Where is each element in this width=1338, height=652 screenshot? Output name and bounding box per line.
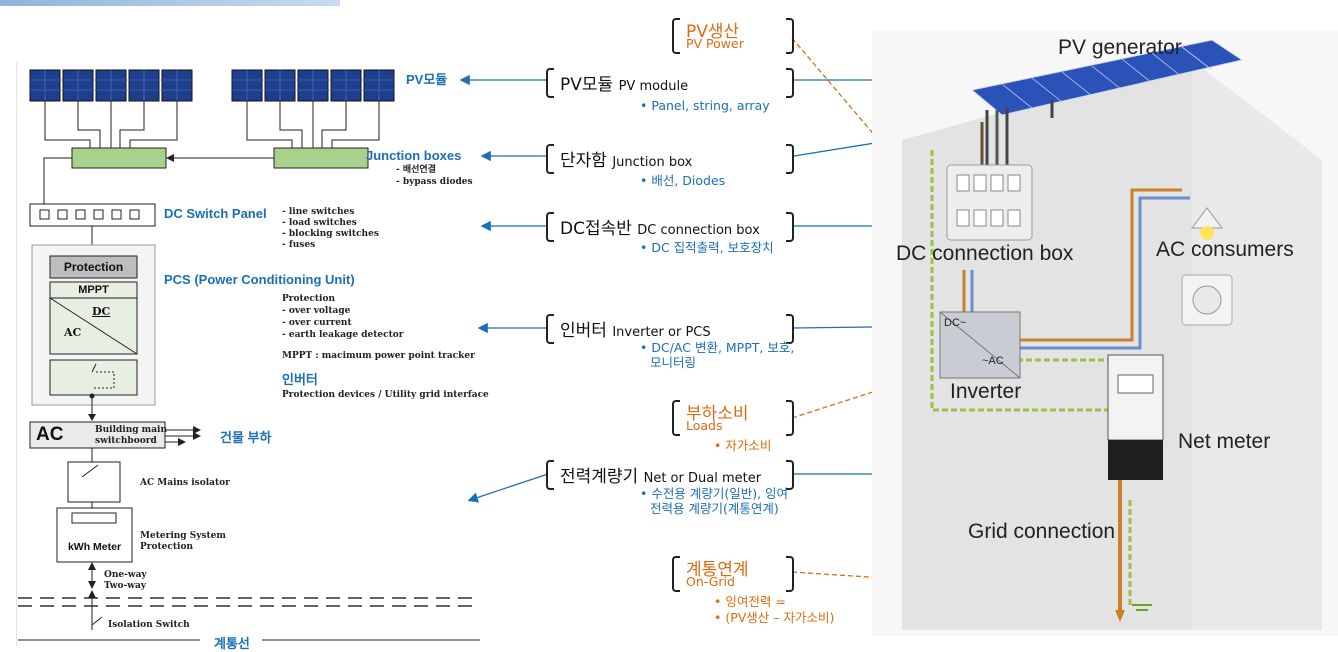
annot-pv-module-sub: PV module — [618, 79, 689, 94]
ac-mains-isolator-label: AC Mains isolator — [140, 478, 230, 488]
annot-junction-sub: Junction box — [612, 155, 693, 170]
two-way-label: Two-way — [104, 581, 147, 591]
ac-symbol: AC — [64, 326, 82, 339]
metering-label-2: Protection — [140, 542, 193, 552]
annot-junction-bullet: • 배선, Diodes — [640, 173, 726, 188]
annot-on-grid-sub: On-Grid — [686, 574, 735, 589]
house-svg — [872, 30, 1338, 636]
annot-meter-bullet-1: • 수전용 계량기(일반), 잉여 — [640, 486, 789, 501]
dc-switch-note-1: - line switches — [282, 207, 355, 217]
pcs-note-2: - over voltage — [282, 306, 351, 316]
annot-on-grid-main: 계통연계 — [686, 560, 749, 580]
isolation-switch-label: Isolation Switch — [108, 620, 190, 630]
annot-pv-power-main: PV생산 — [686, 22, 740, 42]
annot-inverter-bullet-2: 모니터링 — [650, 355, 697, 370]
annot-inverter-bullet-1: • DC/AC 변환, MPPT, 보호, — [640, 340, 795, 355]
ac-big-label: AC — [36, 424, 64, 445]
kwh-meter-label: kWh Meter — [67, 541, 122, 553]
annot-on-grid-bullet-1: • 잉여전력 = — [714, 594, 786, 609]
protection-box — [49, 255, 138, 279]
inverter-label: Inverter — [950, 380, 1022, 403]
dc-switch-note-3: - blocking switches — [282, 229, 379, 239]
annot-on-grid-bullet-2: • (PV생산 – 자가소비) — [714, 610, 835, 625]
dc-switch-note-2: - load switches — [282, 218, 357, 228]
annot-loads-bullet: • 자가소비 — [714, 438, 772, 453]
mppt-box — [49, 281, 138, 355]
pcs-note-1: Protection — [282, 294, 335, 304]
annot-dc-main: DC접속반 — [560, 219, 632, 239]
one-way-label: One-way — [104, 570, 147, 580]
mppt-box-label: MPPT — [78, 284, 109, 296]
inverter-note: Protection devices / Utility grid interf… — [282, 390, 489, 400]
annot-inverter-sub: Inverter or PCS — [612, 325, 711, 340]
net-meter-label: Net meter — [1178, 430, 1271, 453]
annot-dc-box: DC접속반 DC connection box — [546, 212, 794, 242]
dc-switch-panel-label: DC Switch Panel — [164, 206, 267, 221]
inverter-kr-label: 인버터 — [282, 372, 318, 387]
house-illustration: PV generator DC connection box AC consum… — [872, 30, 1338, 636]
ac-building-box — [29, 421, 166, 449]
annot-junction-box: 단자함 Junction box — [546, 144, 794, 174]
pv-module-label: PV모듈 — [406, 72, 448, 87]
ac-mark: ~AC — [982, 355, 1004, 367]
annot-loads-sub: Loads — [686, 418, 723, 433]
annot-dc-sub: DC connection box — [637, 223, 760, 238]
junction-boxes-label: Junction boxes — [366, 148, 462, 163]
annot-pv-module-bullet: • Panel, string, array — [640, 98, 770, 113]
junction-note-1: - 배선연결 — [396, 165, 436, 175]
mppt-note: MPPT : macimum power point tracker — [282, 351, 475, 361]
annot-pv-power: PV생산 PV Power — [672, 18, 794, 54]
dc-mark: DC~ — [944, 317, 967, 329]
annot-on-grid: 계통연계 On-Grid — [672, 556, 794, 592]
left-wiring-svg — [18, 69, 480, 641]
annot-pv-module: PV모듈 PV module — [546, 68, 794, 98]
dc-symbol: DC — [92, 305, 111, 318]
annot-loads: 부하소비 Loads — [672, 400, 794, 436]
left-panel-border — [16, 62, 485, 646]
annot-inverter: 인버터 Inverter or PCS — [546, 314, 794, 344]
ac-consumers-label: AC consumers — [1156, 238, 1294, 261]
switchboard-label: switchboord — [95, 436, 157, 446]
pv-generator-panels — [970, 39, 1244, 116]
annot-meter: 전력계량기 Net or Dual meter — [546, 460, 794, 490]
annot-junction-main: 단자함 — [560, 151, 607, 171]
top-banner — [0, 0, 340, 6]
pv-generator-label: PV generator — [1058, 36, 1182, 59]
annot-pv-power-sub: PV Power — [686, 36, 744, 51]
metering-label-1: Metering System — [140, 531, 226, 541]
dc-switch-note-4: - fuses — [282, 240, 316, 250]
annot-pv-module-main: PV모듈 — [560, 75, 614, 95]
annot-loads-main: 부하소비 — [686, 404, 749, 424]
annot-meter-bullet-2: 전력용 계량기(계통연계) — [650, 501, 779, 516]
annot-inverter-main: 인버터 — [560, 321, 607, 341]
pcs-note-4: - earth leakage detector — [282, 330, 404, 340]
building-main-label: Building main — [95, 425, 167, 435]
annot-meter-sub: Net or Dual meter — [643, 471, 762, 486]
pcs-label: PCS (Power Conditioning Unit) — [164, 272, 355, 287]
grid-connection-label: Grid connection — [968, 520, 1116, 543]
pcs-note-3: - over current — [282, 318, 352, 328]
annot-meter-main: 전력계량기 — [560, 467, 639, 487]
net-meter-box — [1107, 354, 1164, 441]
ac-mains-isolator-box — [67, 461, 121, 503]
dc-connection-box-label: DC connection box — [896, 242, 1074, 265]
junction-note-2: - bypass diodes — [396, 177, 473, 187]
annot-dc-bullet: • DC 집적출력, 보호장치 — [640, 240, 774, 255]
protection-box-label: Protection — [63, 260, 124, 274]
building-load-label: 건물 부하 — [220, 430, 272, 445]
